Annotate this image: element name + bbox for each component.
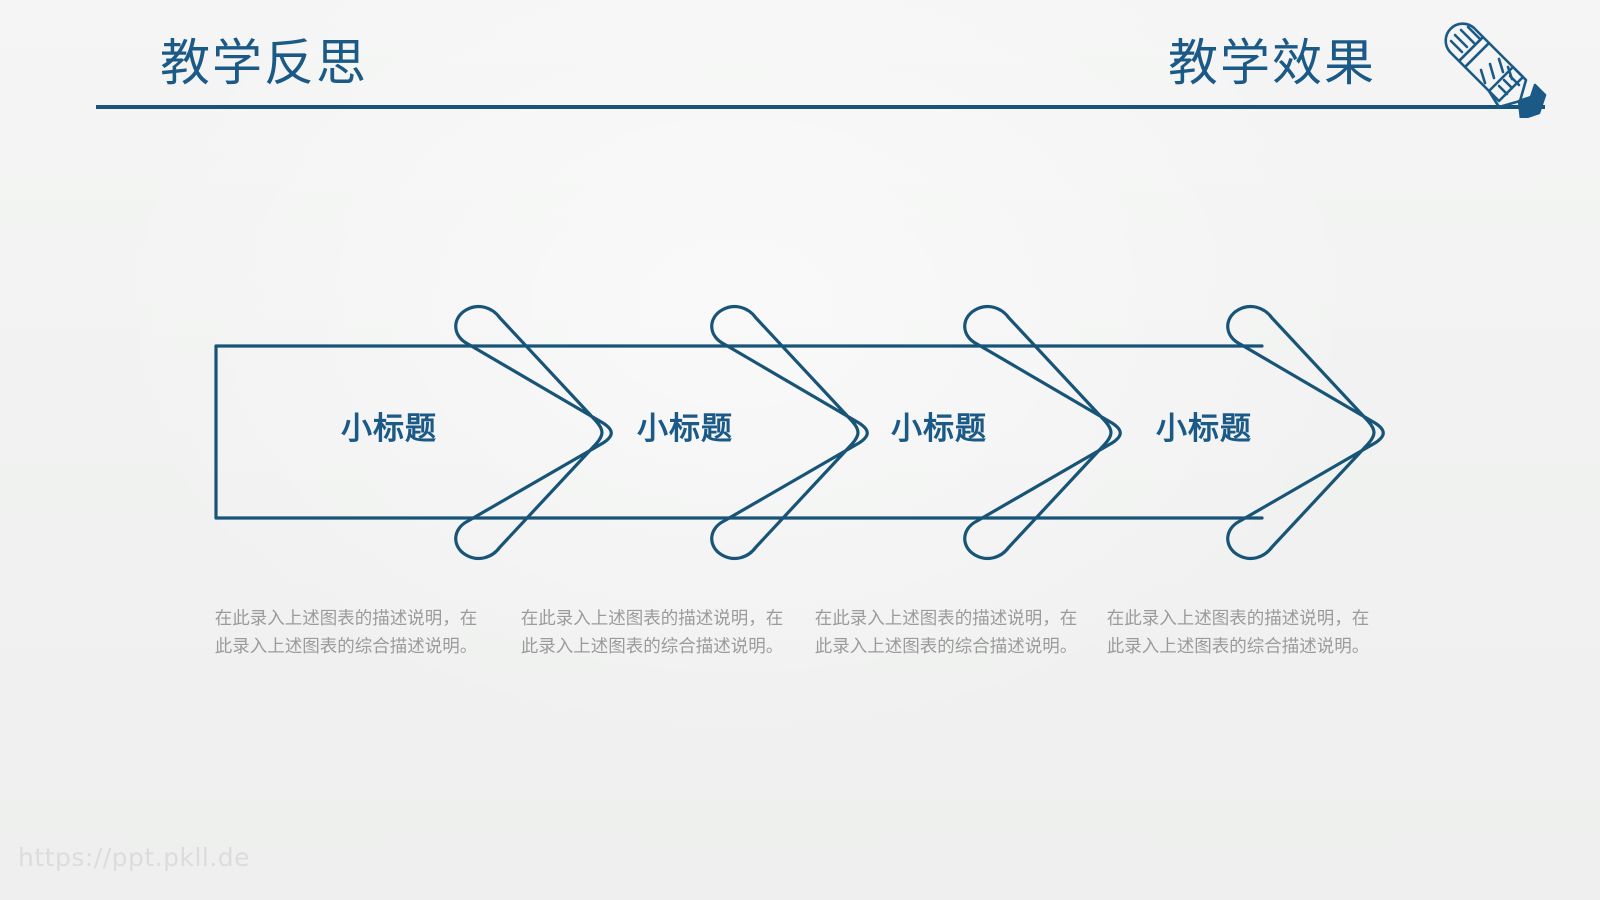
step-description-4: 在此录入上述图表的描述说明，在此录入上述图表的综合描述说明。 — [1106, 609, 1370, 658]
page-title-right: 教学效果 — [1168, 34, 1376, 92]
pencil-icon — [1444, 22, 1547, 118]
step-description-2: 在此录入上述图表的描述说明，在此录入上述图表的综合描述说明。 — [520, 609, 784, 658]
step-label-1: 小标题 — [341, 411, 437, 447]
step-label-4: 小标题 — [1156, 411, 1252, 447]
step-label-2: 小标题 — [637, 411, 733, 447]
step-description-3: 在此录入上述图表的描述说明，在此录入上述图表的综合描述说明。 — [814, 609, 1078, 658]
step-description-1: 在此录入上述图表的描述说明，在此录入上述图表的综合描述说明。 — [214, 609, 478, 658]
step-label-3: 小标题 — [891, 411, 987, 447]
page-title-left: 教学反思 — [160, 34, 368, 92]
source-watermark: https://ppt.pkll.de — [18, 843, 251, 872]
header-divider-rule — [96, 105, 1545, 109]
